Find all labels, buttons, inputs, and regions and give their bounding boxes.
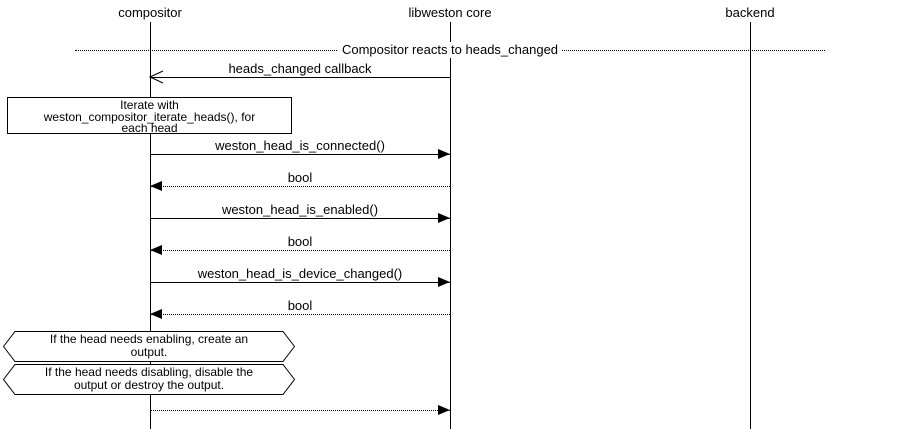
message-line [150, 154, 450, 155]
hex-note-disabling: If the head needs disabling, disable the… [3, 366, 295, 392]
participant-label-compositor: compositor [118, 5, 182, 20]
note-line: weston_compositor_iterate_heads(), for [43, 109, 256, 124]
open-arrowhead-left-icon [149, 70, 164, 84]
hex-note-line: If the head needs disabling, disable the [44, 365, 254, 379]
message-line-dotted [150, 314, 450, 315]
filled-arrowhead-right-icon [438, 405, 450, 415]
hex-note-line: If the head needs enabling, create an [49, 332, 249, 346]
hex-note-line: output or destroy the output. [73, 378, 225, 392]
message-line [150, 218, 450, 219]
hex-note-disabling-shape [3, 364, 295, 395]
message-label-head-is-enabled: weston_head_is_enabled() [221, 202, 379, 217]
message-label-heads-changed-callback: heads_changed callback [228, 61, 372, 76]
lifeline-libweston-core [450, 22, 451, 429]
filled-arrowhead-right-icon [438, 277, 450, 287]
message-label-head-is-connected: weston_head_is_connected() [215, 138, 385, 153]
filled-arrowhead-right-icon [438, 213, 450, 223]
filled-arrowhead-left-icon [150, 245, 162, 255]
message-line [150, 77, 450, 78]
message-label-bool: bool [287, 170, 313, 185]
message-label-bool: bool [287, 298, 313, 313]
hex-note-enabling-shape [3, 331, 295, 362]
note-line: Iterate with [120, 98, 179, 112]
message-line-dotted [150, 186, 450, 187]
message-label-head-is-device-changed: weston_head_is_device_changed() [197, 266, 403, 281]
lifeline-backend [750, 22, 751, 429]
filled-arrowhead-left-icon [150, 309, 162, 319]
message-label-bool: bool [287, 234, 313, 249]
note-iterate-heads: Iterate with weston_compositor_iterate_h… [7, 97, 292, 134]
filled-arrowhead-left-icon [150, 181, 162, 191]
message-line-dotted [150, 250, 450, 251]
message-line [150, 282, 450, 283]
participant-label-backend: backend [725, 5, 775, 20]
hex-note-enabling: If the head needs enabling, create an ou… [3, 333, 295, 359]
filled-arrowhead-right-icon [438, 149, 450, 159]
section-divider-label: Compositor reacts to heads_changed [337, 42, 563, 58]
note-line: each head [121, 121, 178, 135]
hex-note-line: output. [130, 345, 168, 359]
message-line-dotted [150, 410, 450, 411]
lifeline-compositor [150, 22, 151, 429]
participant-label-libweston-core: libweston core [408, 5, 492, 20]
